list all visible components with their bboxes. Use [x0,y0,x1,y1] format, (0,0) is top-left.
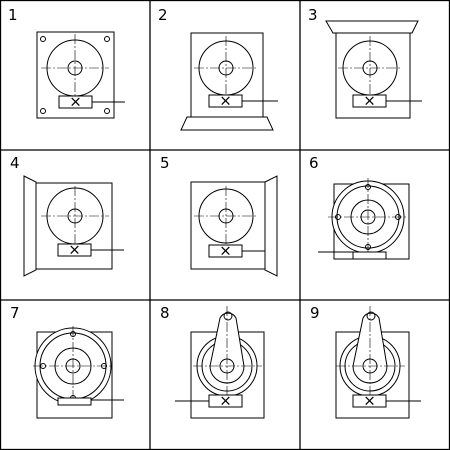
terminal-box-mark: × [68,241,81,259]
mount-hole [40,36,46,42]
terminal-box-mark: × [219,92,232,110]
panel-7: 7 [10,304,124,419]
panel-number: 3 [308,6,318,24]
panel-9: 9 × [310,304,421,419]
mounting-base [325,20,419,34]
terminal-box-mark: × [69,93,82,111]
mounting-base [264,175,278,277]
motor-body [36,31,115,119]
swing-arm [209,312,245,384]
swing-arm [352,312,388,384]
panel-number: 8 [160,304,170,322]
mount-hole [40,108,46,114]
terminal-box [57,397,92,406]
panel-1: 1 × [8,6,125,119]
panel-number: 7 [10,304,20,322]
panel-number: 1 [8,6,18,24]
terminal-box-mark: × [363,392,376,410]
mounting-base [23,175,37,277]
panel-8: 8 × [160,304,265,419]
mount-hole [104,36,110,42]
panel-number: 4 [10,154,20,172]
panel-number: 2 [158,6,168,24]
panel-4: 4 × [10,154,124,277]
mounting-base [180,116,274,131]
terminal-box-mark: × [363,92,376,110]
terminal-box-mark: × [219,242,232,260]
mount-hole [104,108,110,114]
panel-number: 6 [309,154,319,172]
pivot-hole [366,311,376,321]
panel-6: 6 [309,154,410,260]
panel-number: 9 [310,304,320,322]
pivot-hole [223,311,233,321]
terminal-box [352,251,387,260]
terminal-box-mark: × [219,392,232,410]
panel-3: 3 × [308,6,422,119]
panel-5: 5 × [160,154,278,277]
panel-number: 5 [160,154,170,172]
panel-2: 2 × [158,6,278,131]
